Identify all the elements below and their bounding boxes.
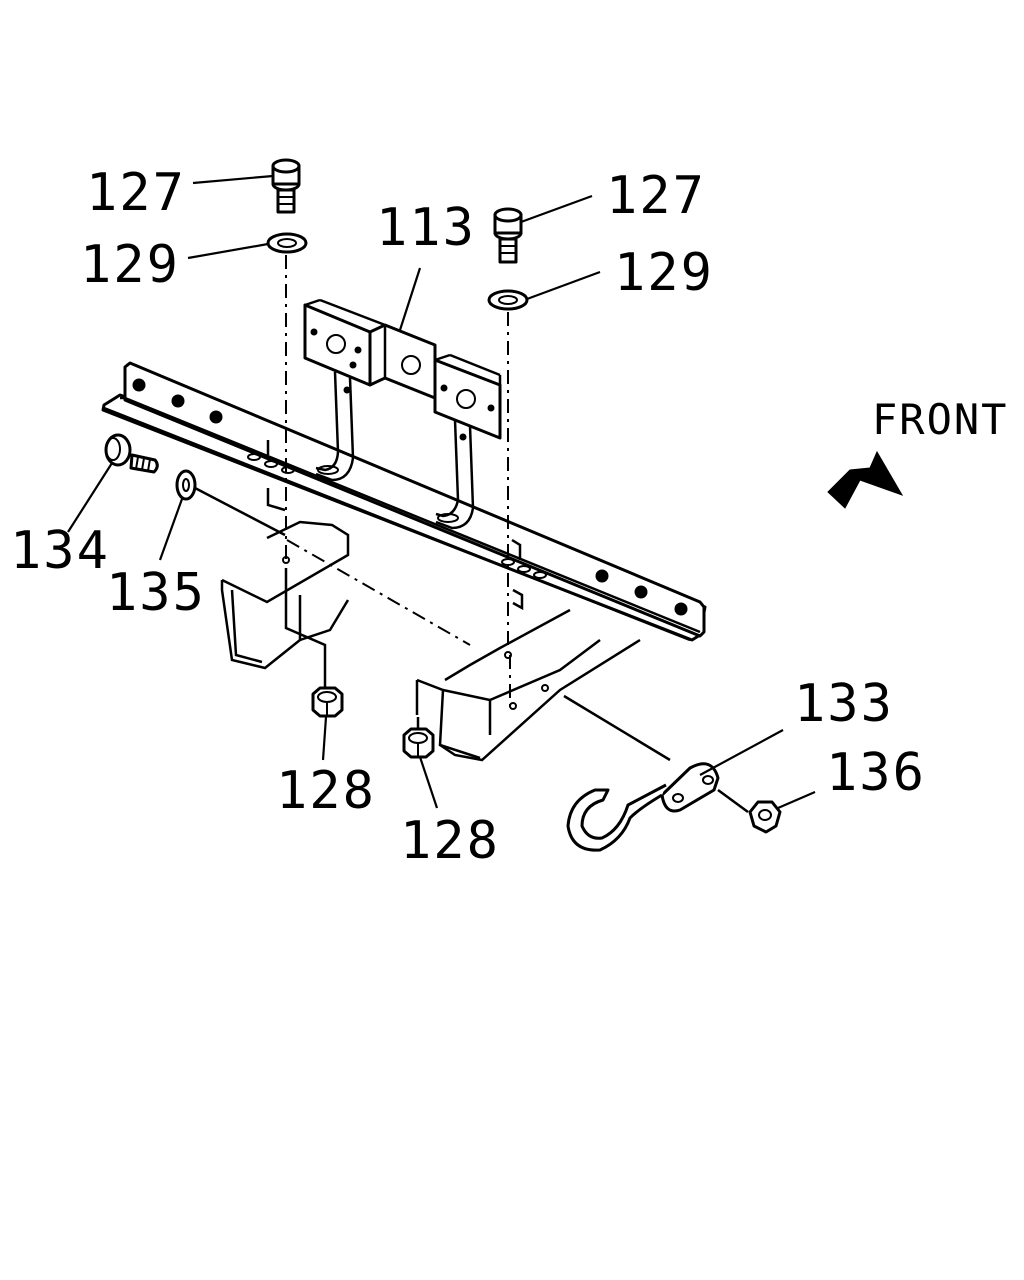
callout-washer-129-left: 129 xyxy=(80,235,180,295)
assembly-centerlines xyxy=(194,255,749,814)
callout-bolt-127-right: 127 xyxy=(606,166,706,226)
nut-136 xyxy=(748,800,782,834)
callout-washer-129-right: 129 xyxy=(614,243,714,303)
bolt-127-left xyxy=(271,158,301,214)
callout-nut-136: 136 xyxy=(826,743,926,803)
front-arrow-icon xyxy=(827,450,904,509)
callout-nut-128-right: 128 xyxy=(400,811,500,871)
callout-washer-135: 135 xyxy=(106,563,206,623)
nut-128-left xyxy=(311,686,344,718)
frame-channel-left xyxy=(220,520,350,670)
callout-bolt-127-left: 127 xyxy=(86,163,186,223)
leader-lines xyxy=(67,174,816,810)
callout-nut-128-left: 128 xyxy=(276,761,376,821)
bolt-127-right xyxy=(493,207,523,264)
front-direction-label: FRONT xyxy=(872,395,1008,444)
washer-135 xyxy=(175,469,197,501)
tow-hook-133 xyxy=(566,762,720,852)
frame-channel-right xyxy=(415,608,641,762)
washer-129-right xyxy=(487,289,529,311)
nut-128-right xyxy=(402,727,435,759)
callout-bracket-113: 113 xyxy=(376,198,476,258)
callout-hook-133: 133 xyxy=(794,674,894,734)
bracket-assembly xyxy=(303,298,502,530)
bolt-134 xyxy=(104,433,159,474)
crossmember-rail xyxy=(101,361,707,642)
washer-129-left xyxy=(266,232,308,254)
callout-bolt-134: 134 xyxy=(10,521,110,581)
